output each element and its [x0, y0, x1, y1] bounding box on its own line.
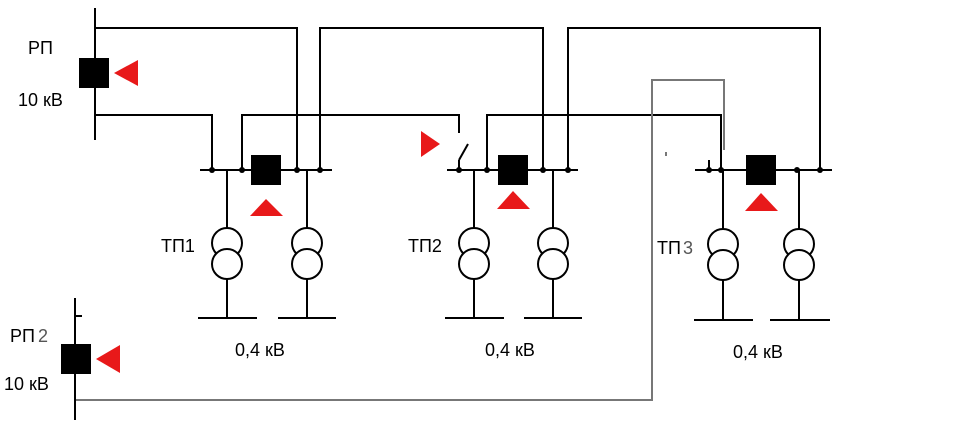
rp2-switch[interactable] — [61, 344, 91, 374]
tp2-section-switch[interactable] — [498, 155, 528, 185]
feeder-rp1-tp1-right — [95, 27, 298, 170]
rp2-voltage: 10 кВ — [4, 374, 49, 394]
link-tp1-tp2-lower — [241, 114, 460, 170]
rp1-voltage: 10 кВ — [18, 90, 63, 110]
rp1-name: РП — [28, 38, 53, 58]
open-section-mark — [458, 143, 469, 161]
rp1-indicator-arrow — [114, 60, 138, 86]
tp1: ТП1 0,4 кВ — [161, 155, 336, 360]
tp3-indicator-arrow — [745, 193, 778, 211]
tp2-name: ТП2 — [408, 236, 442, 256]
tp3-voltage: 0,4 кВ — [733, 342, 783, 362]
feeder-rp1-tp1-left — [95, 114, 213, 170]
tp3-section-switch[interactable] — [746, 155, 776, 185]
tp2-indicator-arrow — [497, 191, 530, 209]
tp1-name: ТП1 — [161, 236, 195, 256]
link-tp1-tp2-upper — [319, 27, 544, 170]
tp2: ТП2 0,4 кВ — [408, 155, 582, 360]
tp1-indicator-arrow — [250, 199, 283, 216]
tp1-voltage: 0,4 кВ — [235, 340, 285, 360]
tp2-feeder-indicator-arrow — [421, 131, 440, 157]
rp2-indicator-arrow — [96, 345, 120, 373]
link-tp2-tp3-lower — [486, 114, 722, 170]
link-tp2-tp3-upper — [567, 27, 821, 170]
feeder-rp2-tp3 — [75, 79, 725, 401]
tp2-voltage: 0,4 кВ — [485, 340, 535, 360]
tp1-section-switch[interactable] — [251, 155, 281, 185]
rp1-switch[interactable] — [79, 58, 109, 88]
